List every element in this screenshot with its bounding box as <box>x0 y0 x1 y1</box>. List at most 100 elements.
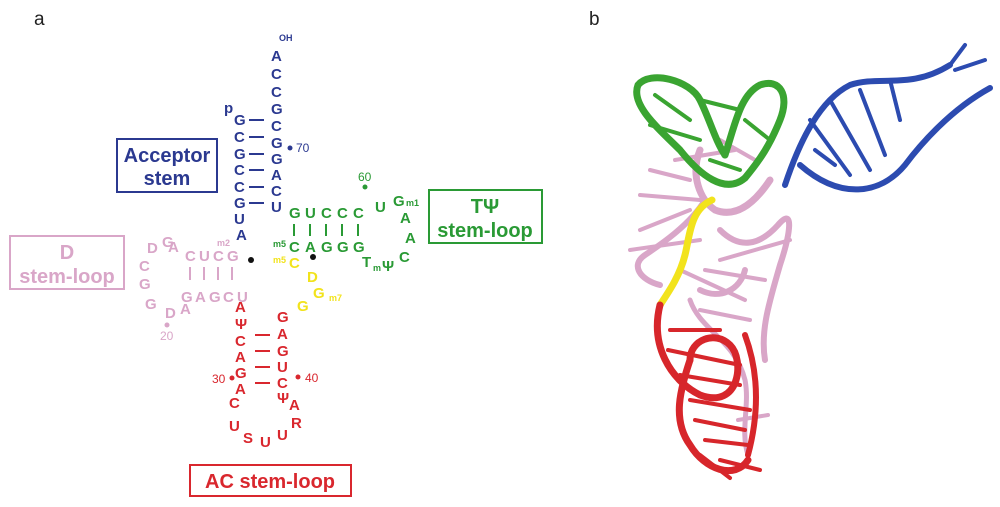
m-modification: m <box>373 263 381 273</box>
nucleotide: G <box>337 239 349 256</box>
nucleotide: C <box>234 129 245 146</box>
ac-label: AC stem-loop <box>205 471 335 493</box>
number-20: 20 <box>160 329 174 343</box>
nucleotide: U <box>277 359 288 376</box>
number-60: 60 <box>358 170 372 184</box>
nucleotide: Ψ <box>235 316 247 333</box>
nucleotide: C <box>289 255 300 272</box>
acceptor-label-line1: Acceptor <box>124 145 211 167</box>
nucleotide: G <box>277 309 289 326</box>
nucleotide: C <box>271 118 282 135</box>
acceptor-label-line2: stem <box>144 168 191 190</box>
nucleotide: C <box>235 333 246 350</box>
m5-modification: m5 <box>273 255 286 265</box>
nucleotide: G <box>235 365 247 382</box>
nucleotide: A <box>168 239 179 256</box>
nucleotide: G <box>227 248 239 265</box>
d-base-pairs <box>189 267 233 280</box>
nucleotide: C <box>271 183 282 200</box>
nucleotide: C <box>213 248 224 265</box>
nucleotide: A <box>305 239 316 256</box>
nucleotide: G <box>234 195 246 212</box>
nucleotide: G <box>271 101 283 118</box>
nucleotide: D <box>147 240 158 257</box>
nucleotide: C <box>271 84 282 101</box>
acceptor-stem: OH A C C G C G G A C U p G C G C C G U A… <box>224 33 310 244</box>
number-40: 40 <box>305 371 319 385</box>
nucleotide: C <box>234 179 245 196</box>
d-region-ribbon <box>628 138 793 458</box>
nucleotide: G <box>353 239 365 256</box>
nucleotide: U <box>305 205 316 222</box>
nucleotide: A <box>289 397 300 414</box>
acceptor-stem-label: Acceptor stem <box>116 138 218 193</box>
nucleotide: R <box>291 415 302 432</box>
nucleotide: G <box>145 296 157 313</box>
nucleotide: A <box>236 227 247 244</box>
ac-region-ribbon <box>653 301 762 480</box>
ac-base-pairs <box>255 334 270 384</box>
nucleotide: G <box>209 289 221 306</box>
dot-20 <box>164 322 170 328</box>
nucleotide: D <box>165 305 176 322</box>
d-stem-loop: m2 C U C G G A G C U A G D C G G D A 20 <box>139 234 248 343</box>
trna-3d-structure <box>628 43 993 480</box>
nucleotide: U <box>237 289 248 306</box>
nucleotide: D <box>307 269 318 286</box>
nucleotide: A <box>277 326 288 343</box>
m1-modification: m1 <box>406 198 419 208</box>
ac-stem-loop-label: AC stem-loop <box>189 464 352 497</box>
panel-label-b: b <box>589 9 600 30</box>
nucleotide: G <box>271 151 283 168</box>
tpsi-label-line2: stem-loop <box>437 220 533 242</box>
linker-ribbon <box>656 196 716 309</box>
acceptor-region-ribbon <box>782 43 993 193</box>
number-30: 30 <box>212 372 226 386</box>
p-label: p <box>224 100 233 117</box>
nucleotide: A <box>400 210 411 227</box>
nucleotide: A <box>235 381 246 398</box>
m7-modification: m7 <box>329 293 342 303</box>
nucleotide: A <box>235 299 246 316</box>
nucleotide: G <box>181 289 193 306</box>
acceptor-base-pairs <box>249 119 264 204</box>
nucleotide: U <box>199 248 210 265</box>
tpsi-stem-loop-label: TΨ stem-loop <box>428 189 543 244</box>
nucleotide: U <box>375 199 386 216</box>
tpsi-region-ribbon <box>633 74 788 188</box>
d-stem-loop-label: D stem-loop <box>9 235 125 290</box>
nucleotide: G <box>393 193 405 210</box>
nucleotide: U <box>229 418 240 435</box>
panel-label-a: a <box>34 9 45 30</box>
nucleotide: C <box>234 162 245 179</box>
nucleotide: C <box>353 205 364 222</box>
d-label-line1: D <box>60 242 74 264</box>
nucleotide: C <box>289 239 300 256</box>
nucleotide: C <box>229 395 240 412</box>
nucleotide: C <box>277 375 288 392</box>
nucleotide: A <box>235 349 246 366</box>
nucleotide: G <box>271 135 283 152</box>
nucleotide: C <box>337 205 348 222</box>
nucleotide: A <box>271 48 282 65</box>
nucleotide: A <box>195 289 206 306</box>
nucleotide: Ψ <box>277 390 289 407</box>
nucleotide: C <box>223 289 234 306</box>
nucleotide: Ψ <box>382 258 394 275</box>
m2-modification: m2 <box>217 238 230 248</box>
dot-40 <box>295 374 301 380</box>
junction-dot <box>248 257 254 263</box>
nucleotide: A <box>180 301 191 318</box>
nucleotide: G <box>277 343 289 360</box>
nucleotide: G <box>234 112 246 129</box>
tpsi-base-pairs <box>293 224 359 236</box>
junction-dot <box>310 254 316 260</box>
nucleotide: U <box>260 434 271 451</box>
nucleotide: U <box>271 199 282 216</box>
variable-linker: m5 C D G m7 G <box>273 255 342 315</box>
dot-70 <box>287 145 293 151</box>
ac-stem-loop: A Ψ C A G A G A G U C Ψ 30 40 C U S U U … <box>212 299 319 451</box>
nucleotide: U <box>277 427 288 444</box>
nucleotide: C <box>139 258 150 275</box>
